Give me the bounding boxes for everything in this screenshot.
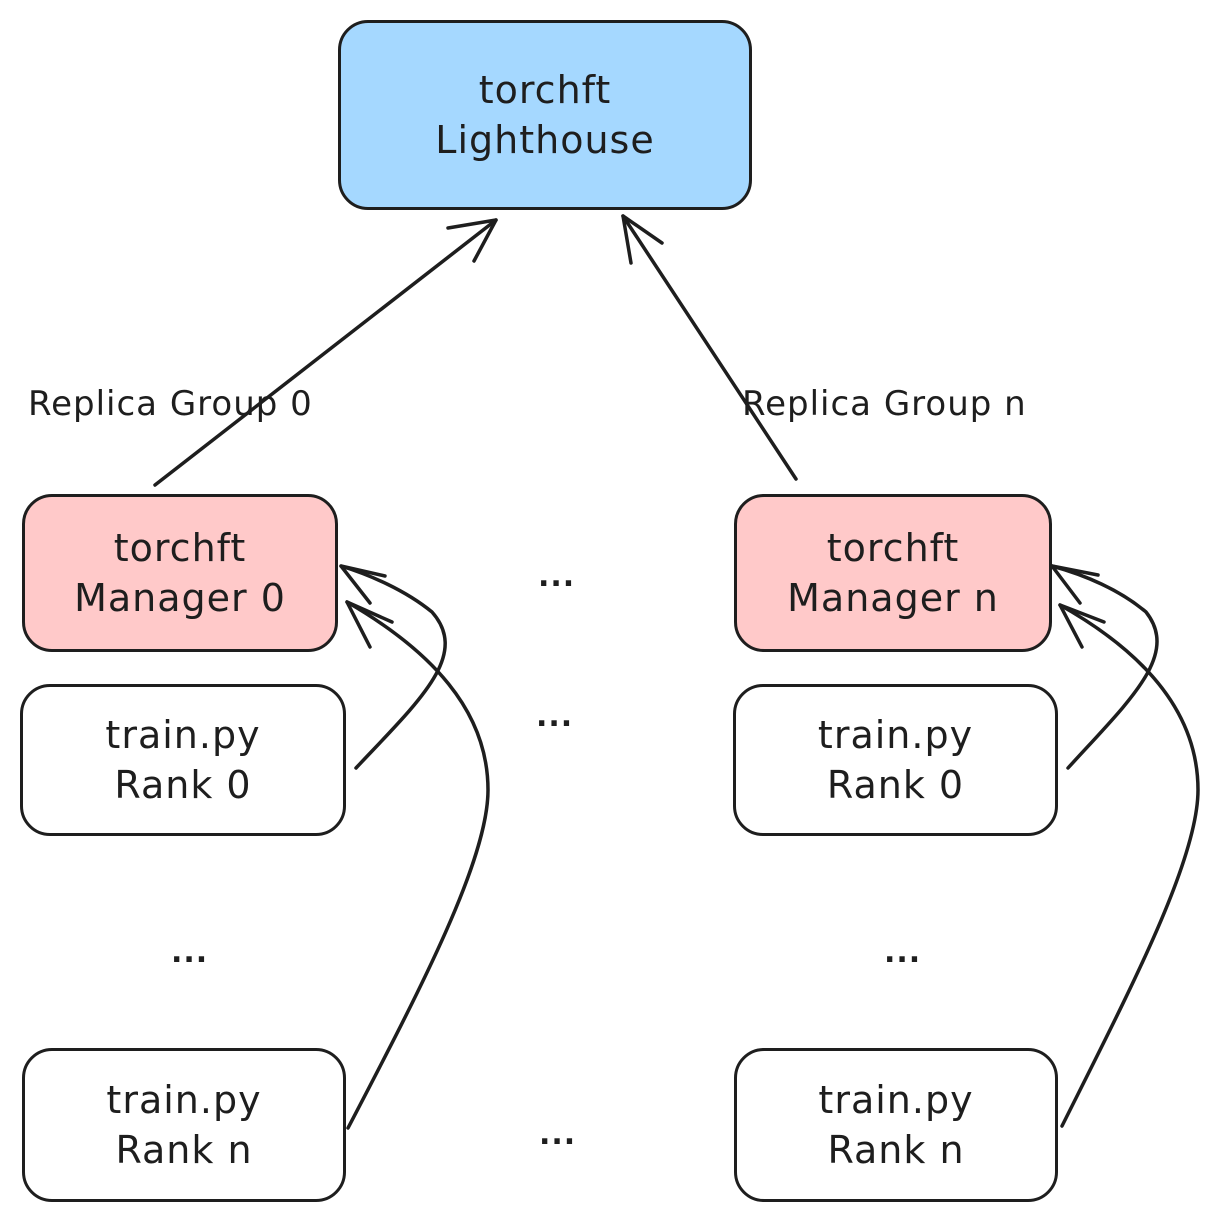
arrow-rank-last-to-manager-right xyxy=(1058,603,1200,1128)
lighthouse-subtitle: Lighthouse xyxy=(435,118,655,162)
ellipsis-managers-middle: ... xyxy=(538,559,576,594)
arrow-manager-left-to-lighthouse xyxy=(153,218,498,487)
manager-subtitle-right: Manager n xyxy=(787,576,999,620)
manager-node-left: torchft Manager 0 xyxy=(22,494,338,652)
rank-first-script-left: train.py xyxy=(105,713,261,757)
arrowhead-rank-first-manager-left xyxy=(339,564,387,605)
arrow-rank-last-to-manager-left xyxy=(345,600,490,1130)
arrowhead-rank-first-manager-right xyxy=(1050,564,1100,605)
arrowhead-rank-last-manager-left xyxy=(345,600,394,649)
arrow-manager-right-to-lighthouse xyxy=(621,214,798,481)
manager-title-right: torchft xyxy=(826,526,960,570)
rank-last-script-right: train.py xyxy=(818,1078,974,1122)
replica-group-label-left: Replica Group 0 xyxy=(28,384,313,424)
rank-first-rank-right: Rank 0 xyxy=(826,763,965,807)
manager-title-left: torchft xyxy=(113,526,247,570)
rank-first-script-right: train.py xyxy=(817,713,974,757)
arrow-rank-first-to-manager-right xyxy=(1050,564,1159,770)
ellipsis-ranks-left: ... xyxy=(171,935,209,970)
rank-first-rank-left: Rank 0 xyxy=(114,763,252,807)
rank-first-node-left: train.py Rank 0 xyxy=(20,684,346,836)
arrow-rank-first-to-manager-left xyxy=(339,564,447,770)
ellipsis-ranks-right: ... xyxy=(884,935,922,970)
arrowhead-lighthouse-right xyxy=(621,214,664,265)
replica-group-label-right: Replica Group n xyxy=(742,384,1027,424)
ellipsis-rank-last-middle: ... xyxy=(539,1117,577,1152)
arrowhead-lighthouse-left xyxy=(446,218,498,263)
rank-last-rank-left: Rank n xyxy=(115,1128,253,1172)
rank-last-script-left: train.py xyxy=(106,1078,262,1122)
arrowhead-rank-last-manager-right xyxy=(1058,603,1106,649)
lighthouse-node: torchft Lighthouse xyxy=(338,20,752,210)
rank-first-node-right: train.py Rank 0 xyxy=(733,684,1058,836)
manager-subtitle-left: Manager 0 xyxy=(74,576,286,620)
lighthouse-title: torchft xyxy=(478,68,612,112)
rank-last-node-left: train.py Rank n xyxy=(22,1048,346,1202)
rank-last-node-right: train.py Rank n xyxy=(734,1048,1058,1202)
ellipsis-rank-first-middle: ... xyxy=(536,699,574,734)
manager-node-right: torchft Manager n xyxy=(734,494,1052,652)
rank-last-rank-right: Rank n xyxy=(827,1128,965,1172)
